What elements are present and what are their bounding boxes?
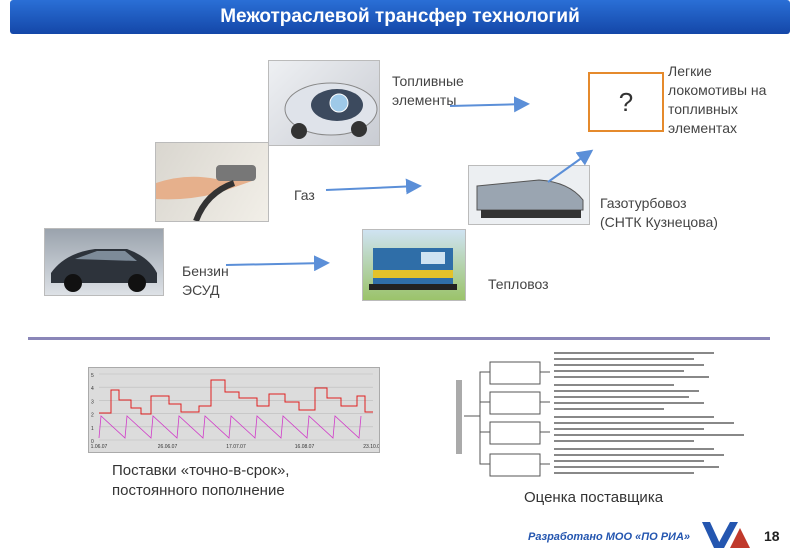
x-tick-label: 23.10.07 bbox=[363, 444, 379, 450]
replenishment-line bbox=[98, 415, 362, 439]
supplier-diagram bbox=[456, 352, 744, 477]
x-tick-label: 26.06.07 bbox=[158, 444, 178, 450]
y-tick-label: 0 bbox=[91, 439, 94, 445]
gas-nozzle-photo bbox=[155, 142, 269, 222]
x-tick-label: 1.06.07 bbox=[91, 444, 108, 450]
jit-chart-svg: 0 1 2 3 4 5 1.06.07 26.06.07 17.07.07 16.08.07 23.… bbox=[91, 373, 383, 450]
page-title: Межотраслевой трансфер технологий bbox=[220, 6, 580, 27]
stock-level-line bbox=[99, 379, 373, 415]
y-tick-label: 4 bbox=[91, 386, 94, 392]
locomotives-label: Легкие локомотивы на топливных элементах bbox=[668, 63, 767, 136]
petrol-label: Бензин ЭСУД bbox=[182, 263, 229, 298]
fuel-cell-car-photo bbox=[268, 60, 380, 146]
gas-turbine-label: Газотурбовоз (СНТК Кузнецова) bbox=[600, 195, 718, 230]
diesel-locomotive-photo bbox=[362, 229, 466, 301]
y-tick-label: 1 bbox=[91, 426, 94, 432]
jit-chart: 0 1 2 3 4 5 1.06.07 26.06.07 17.07.07 16.08.07 23.… bbox=[88, 367, 383, 453]
diesel-label: Тепловоз bbox=[488, 276, 549, 292]
page-number: 18 bbox=[764, 528, 780, 544]
question-box: ? bbox=[588, 72, 664, 132]
jit-caption: Поставки «точно-в-срок», постоянного поп… bbox=[112, 462, 290, 499]
y-tick-label: 5 bbox=[91, 373, 94, 379]
y-tick-label: 2 bbox=[91, 413, 94, 419]
y-tick-label: 3 bbox=[91, 399, 94, 405]
car-photo bbox=[44, 228, 164, 296]
ria-logo-icon bbox=[702, 522, 750, 548]
gas-turbine-locomotive-photo bbox=[468, 165, 590, 225]
gas-label: Газ bbox=[294, 187, 315, 203]
footer-credit: Разработано МОО «ПО РИА» bbox=[528, 531, 691, 543]
x-tick-label: 17.07.07 bbox=[226, 444, 246, 450]
header-bar: Межотраслевой трансфер технологий bbox=[10, 0, 790, 34]
fuel-cells-label: Топливные элементы bbox=[392, 73, 464, 108]
section-divider bbox=[28, 337, 770, 340]
x-tick-label: 16.08.07 bbox=[295, 444, 315, 450]
supplier-caption: Оценка поставщика bbox=[524, 489, 664, 506]
